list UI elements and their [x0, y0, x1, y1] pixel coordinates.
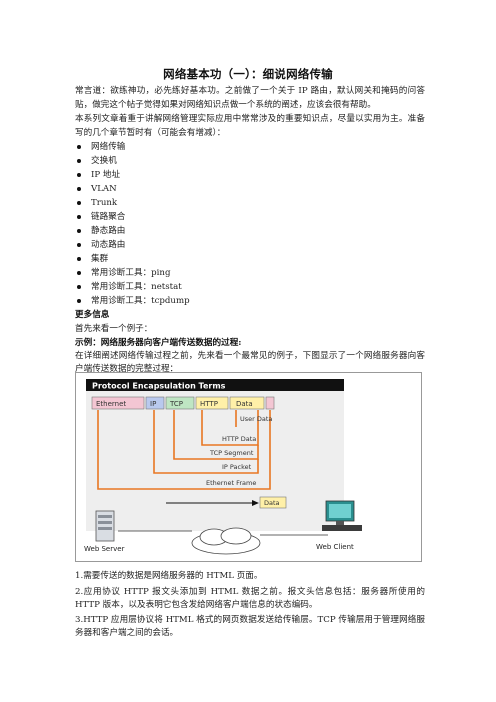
bullet-icon [77, 285, 81, 289]
network-cloud-icon [191, 527, 261, 555]
list-item: Trunk [77, 196, 117, 210]
bullet-icon [77, 271, 81, 275]
page-title: 网络基本功（一）：细说网络传输 [163, 67, 333, 81]
segment-ethernet-label: Ethernet [96, 400, 126, 408]
step-2: 2.应用协议 HTTP 报文头添加到 HTML 数据之前。报文头信息包括：服务器… [75, 587, 425, 610]
figure-panel [86, 391, 344, 531]
bullet-icon [77, 299, 81, 303]
segment-tcp-label: TCP [169, 400, 183, 408]
list-item: VLAN [77, 182, 117, 196]
segment-data [229, 396, 265, 410]
list-item: 网络传输 [77, 140, 125, 154]
list-item: 链路聚合 [77, 210, 125, 224]
step-1: 1.需要传送的数据是网络服务器的 HTML 页面。 [75, 571, 263, 581]
label-ip-packet: IP Packet [222, 463, 252, 471]
bullet-icon [77, 201, 81, 205]
encapsulation-brackets [97, 410, 271, 490]
list-item: 常用诊断工具：ping [77, 266, 170, 280]
arrow-head-icon [252, 500, 259, 506]
bullet-icon [77, 187, 81, 191]
intro-paragraph-1: 常言道：欲练神功，必先练好基本功。之前做了一个关于 IP 路由，默认网关和掩码的… [75, 86, 425, 110]
example-text: 在详细阐述网络传输过程之前，先来看一个最常见的例子，下图显示了一个网络服务器向客… [75, 351, 425, 374]
segment-ethernet [91, 396, 145, 410]
bullet-icon [77, 215, 81, 219]
step-3: 3.HTTP 应用层协议将 HTML 格式的网页数据发送给传输层。TCP 传输层… [75, 615, 425, 638]
encapsulation-figure: Protocol Encapsulation Terms Ethernet IP… [75, 372, 422, 562]
intro-paragraph-2: 本系列文章着重于讲解网络管理实际应用中常常涉及的重要知识点，尽量以实用为主。准备… [75, 114, 425, 138]
client-computer-icon [322, 500, 362, 531]
label-user-data: User Data [240, 415, 272, 423]
figure-title-bar [86, 379, 344, 391]
label-http-data: HTTP Data [222, 435, 256, 443]
bracket-tcp-segment [173, 410, 259, 460]
bullet-icon [77, 173, 81, 177]
list-item: 常用诊断工具：netstat [77, 280, 182, 294]
bullet-icon [77, 159, 81, 163]
list-item: 动态路由 [77, 238, 125, 252]
data-box-label: Data [264, 499, 280, 507]
list-item: 常用诊断工具：tcpdump [77, 294, 190, 308]
list-item: 静态路由 [77, 224, 125, 238]
segment-data-label: Data [236, 400, 253, 408]
list-item: IP 地址 [77, 168, 120, 182]
bullet-icon [77, 229, 81, 233]
segment-http [195, 396, 229, 410]
segment-ip-label: IP [150, 400, 156, 408]
bullet-icon [77, 257, 81, 261]
bracket-http-data [201, 410, 259, 446]
segment-tcp [165, 396, 195, 410]
figure-title: Protocol Encapsulation Terms [92, 382, 226, 391]
network-links [118, 530, 328, 536]
list-item: 交换机 [77, 154, 117, 168]
bracket-ethernet-frame [97, 410, 271, 490]
label-ethernet-frame: Ethernet Frame [206, 479, 256, 487]
bullet-icon [77, 145, 81, 149]
data-box [259, 496, 287, 509]
example-heading: 示例：网络服务器向客户端传送数据的过程: [75, 338, 242, 348]
server-icon [95, 510, 115, 542]
client-label: Web Client [316, 543, 354, 551]
more-info-text: 首先来看一个例子： [75, 324, 153, 334]
label-tcp-segment: TCP Segment [209, 449, 254, 457]
server-label: Web Server [84, 545, 125, 553]
list-item: 集群 [77, 252, 108, 266]
encapsulation-diagram: Protocol Encapsulation Terms Ethernet IP… [84, 379, 362, 555]
segment-http-label: HTTP [200, 400, 218, 408]
segment-ip [145, 396, 165, 410]
bracket-user-data [235, 410, 259, 427]
bullet-icon [77, 243, 81, 247]
bracket-ip-packet [153, 410, 259, 474]
more-info-heading: 更多信息 [75, 310, 110, 320]
segment-trailer [265, 396, 275, 410]
